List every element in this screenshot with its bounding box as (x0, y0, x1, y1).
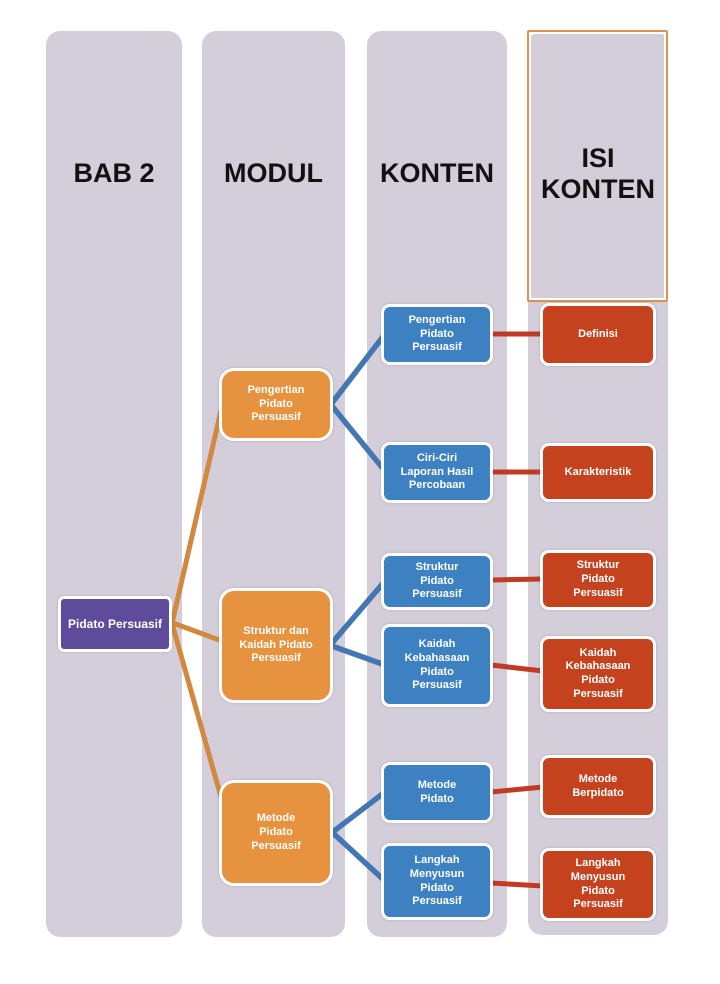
node-konten-struktur: Struktur Pidato Persuasif (381, 553, 493, 610)
node-isi-struktur: Struktur Pidato Persuasif (540, 550, 656, 610)
node-konten-pengertian: Pengertian Pidato Persuasif (381, 304, 493, 365)
isi-konten-highlight-outline (527, 30, 668, 302)
node-isi-struktur-label: Struktur Pidato Persuasif (573, 559, 623, 599)
lane-bab2 (46, 31, 182, 937)
node-isi-langkah: Langkah Menyusun Pidato Persuasif (540, 848, 656, 921)
lane-header-konten: KONTEN (380, 158, 494, 188)
node-konten-ciri: Ciri-Ciri Laporan Hasil Percobaan (381, 442, 493, 503)
node-konten-pengertian-label: Pengertian Pidato Persuasif (408, 313, 466, 354)
node-isi-langkah-label: Langkah Menyusun Pidato Persuasif (570, 857, 626, 911)
node-modul-pengertian: Pengertian Pidato Persuasif (219, 368, 333, 441)
node-konten-ciri-label: Ciri-Ciri Laporan Hasil Percobaan (400, 451, 474, 492)
node-pidato-persuasif: Pidato Persuasif (58, 596, 172, 652)
node-isi-karakteristik: Karakteristik (540, 443, 656, 502)
node-isi-metode: Metode Berpidato (540, 755, 656, 818)
node-isi-kaidah-label: Kaidah Kebahasaan Pidato Persuasif (565, 646, 631, 700)
node-isi-metode-label: Metode Berpidato (572, 772, 624, 799)
lane-header-bab2: BAB 2 (73, 158, 155, 188)
node-isi-definisi: Definisi (540, 303, 656, 366)
node-konten-langkah: Langkah Menyusun Pidato Persuasif (381, 843, 493, 920)
node-modul-pengertian-label: Pengertian Pidato Persuasif (247, 383, 305, 424)
node-konten-struktur-label: Struktur Pidato Persuasif (412, 560, 462, 601)
lane-header-modul: MODUL (224, 158, 323, 188)
node-modul-struktur-kaidah-label: Struktur dan Kaidah Pidato Persuasif (239, 624, 313, 665)
node-modul-metode-label: Metode Pidato Persuasif (251, 812, 301, 852)
node-isi-definisi-label: Definisi (578, 327, 618, 340)
node-konten-langkah-label: Langkah Menyusun Pidato Persuasif (409, 854, 465, 908)
node-konten-metode: Metode Pidato (381, 762, 493, 823)
node-modul-metode: Metode Pidato Persuasif (219, 780, 333, 886)
node-isi-kaidah: Kaidah Kebahasaan Pidato Persuasif (540, 636, 656, 712)
node-konten-kaidah-label: Kaidah Kebahasaan Pidato Persuasif (404, 638, 470, 692)
node-modul-struktur-kaidah: Struktur dan Kaidah Pidato Persuasif (219, 588, 333, 703)
node-konten-metode-label: Metode Pidato (417, 778, 457, 805)
node-isi-karakteristik-label: Karakteristik (564, 465, 632, 478)
lane-header-isi-konten: ISI KONTEN (541, 143, 655, 205)
node-konten-kaidah: Kaidah Kebahasaan Pidato Persuasif (381, 624, 493, 707)
node-pidato-persuasif-label: Pidato Persuasif (67, 616, 163, 631)
